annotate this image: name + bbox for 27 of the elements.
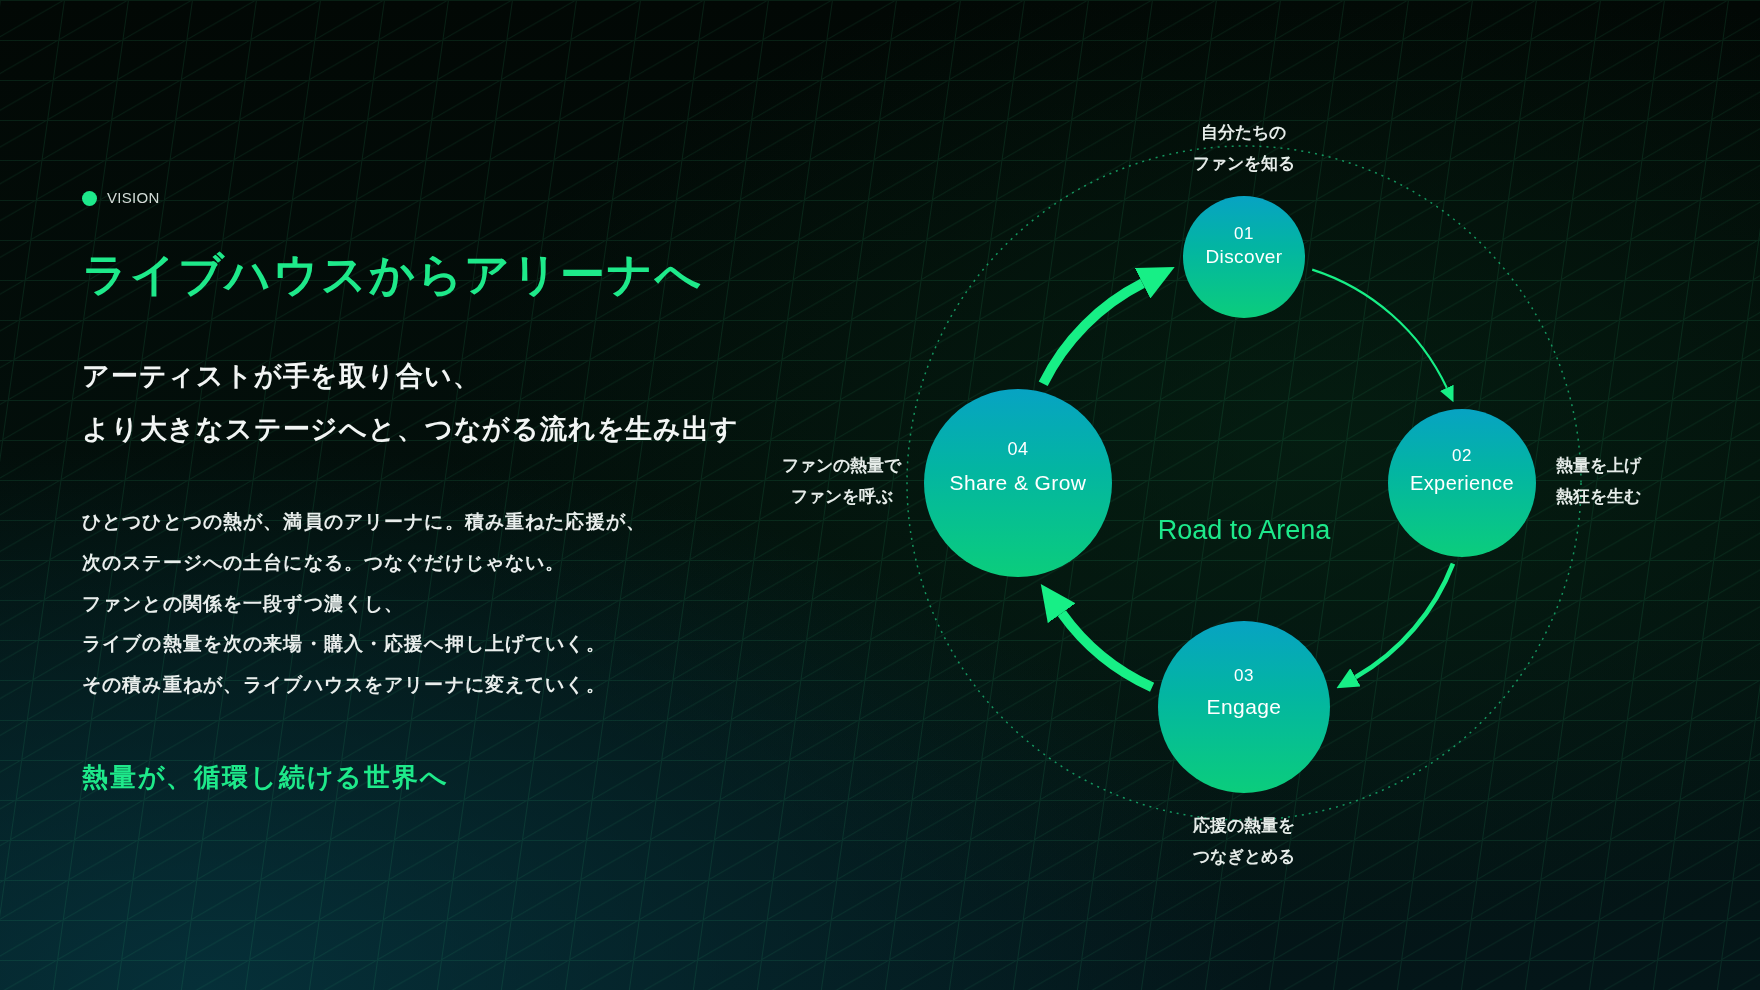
body-text-line: ファンとの関係を一段ずつ濃くし、 <box>82 591 405 616</box>
step-number: 02 <box>1452 446 1472 466</box>
tagline: 熱量が、循環し続ける世界へ <box>82 761 449 794</box>
body-text-line: ひとつひとつの熱が、満員のアリーナに。積み重ねた応援が、 <box>82 510 646 534</box>
section-label: VISION <box>107 188 160 208</box>
step-name: Engage <box>1206 694 1282 720</box>
step-number: 04 <box>1007 439 1029 459</box>
step-number: 01 <box>1234 224 1254 244</box>
headline: ライブハウスからアリーナへ <box>82 248 703 302</box>
step-name: Discover <box>1205 245 1283 269</box>
body-text-line: その積み重ねが、ライブハウスをアリーナに変えていく。 <box>82 673 606 698</box>
body-text-line: 次のステージへの土台になる。つなぐだけじゃない。 <box>82 550 566 575</box>
arrow <box>1039 585 1155 692</box>
step-number: 03 <box>1234 666 1254 686</box>
arrow <box>1038 265 1174 387</box>
center-tagline: Road to Arena <box>1157 514 1331 547</box>
step-name: Share & Grow <box>949 470 1087 496</box>
subheading-line: より大きなステージへと、つながる流れを生み出す <box>82 413 739 446</box>
subheading-line: アーティストが手を取り合い、 <box>82 360 481 393</box>
step-caption: 熱量を上げ熱狂を生む <box>1556 455 1643 508</box>
step-caption: 自分たちのファンを知る <box>1192 122 1296 175</box>
step-caption: ファンの熱量でファンを呼ぶ <box>781 455 903 508</box>
step-name: Experience <box>1409 471 1515 496</box>
step-caption: 応援の熱量をつなぎとめる <box>1192 815 1296 868</box>
arrow <box>1337 562 1456 690</box>
body-text-line: ライブの熱量を次の来場・購入・応援へ押し上げていく。 <box>82 632 606 657</box>
arrow <box>1311 268 1455 402</box>
